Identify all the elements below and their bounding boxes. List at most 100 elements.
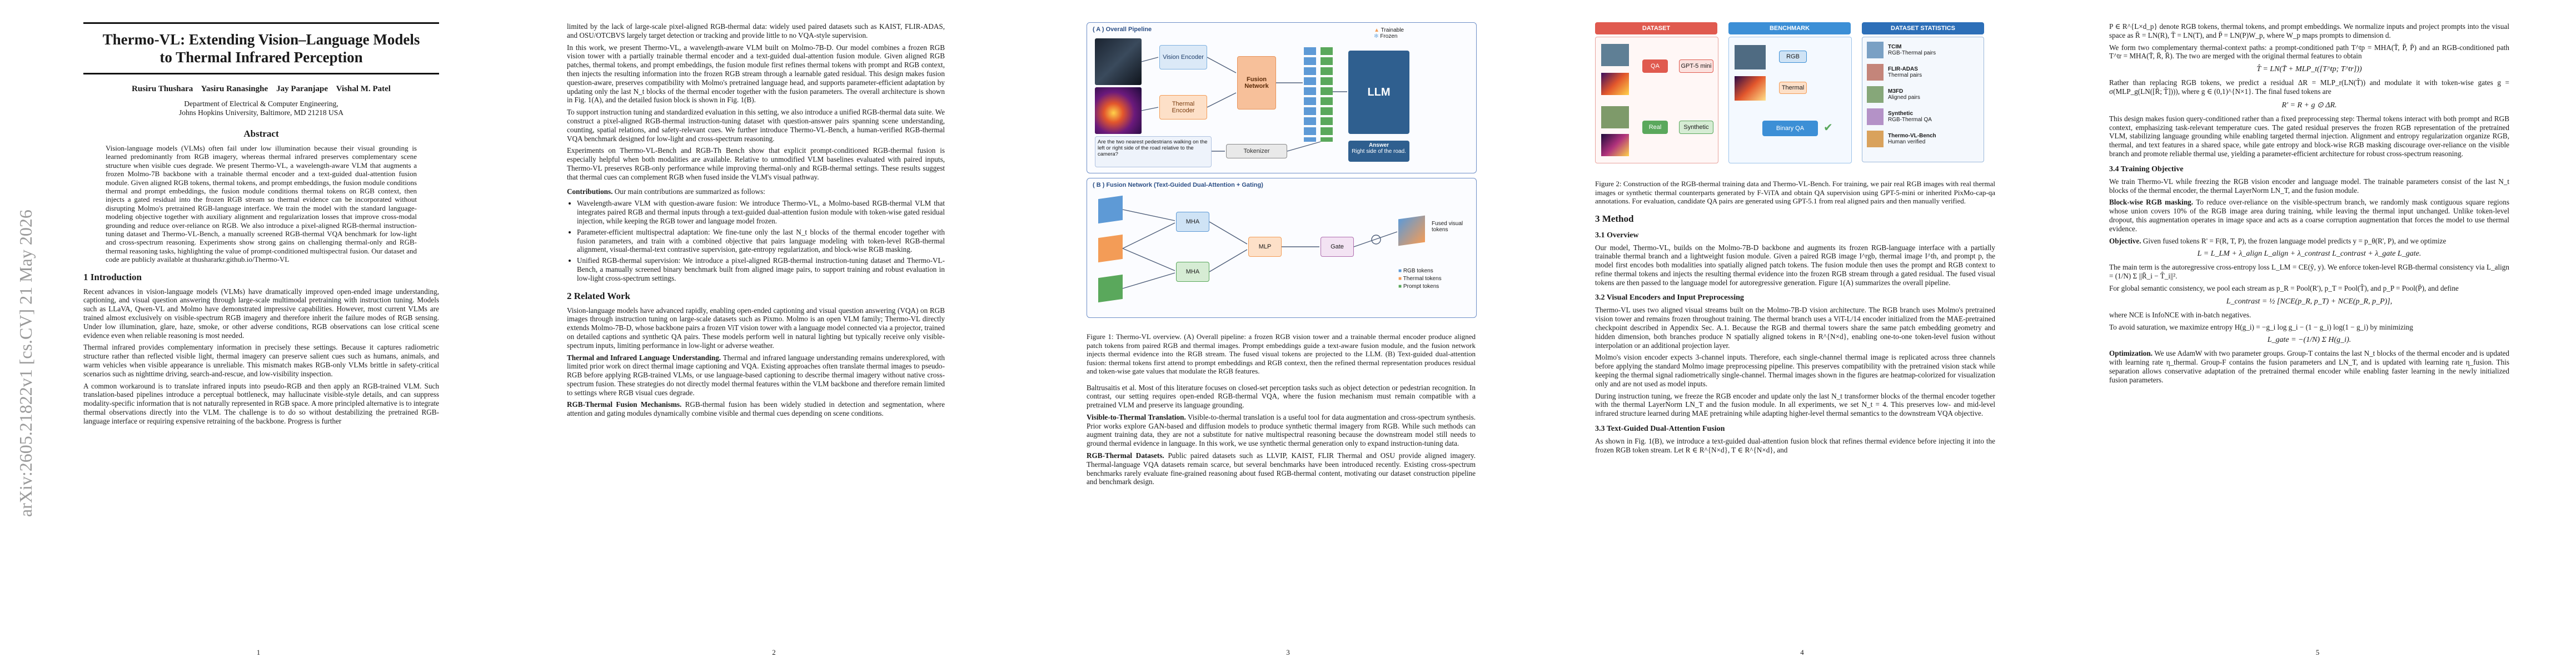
p5-paragraph-3: Rather than replacing RGB tokens, we pre… — [2109, 78, 2509, 96]
intro-paragraph-1: Recent advances in vision-language model… — [83, 287, 439, 340]
equation-3: L = L_LM + λ_align L_align + λ_contrast … — [2197, 250, 2421, 258]
optimization-heading: Optimization. — [2109, 349, 2153, 358]
swatch-icon: ■ — [1398, 276, 1402, 282]
training-heading: 3.4 Training Objective — [2109, 165, 2184, 173]
stats-name: M3FD — [1888, 88, 1904, 94]
gate-block: Gate — [1321, 237, 1354, 257]
figure-1-caption: Figure 1: Thermo-VL overview. (A) Overal… — [1087, 332, 1476, 375]
equation-4: L_contrast = ½ [NCE(p_R, p_T) + NCE(p_R,… — [2226, 297, 2393, 306]
intro-paragraph-3: A common workaround is to translate infr… — [83, 381, 439, 425]
legend-frozen: ✻ Frozen — [1374, 33, 1404, 39]
p5-paragraph-1: P ∈ R^{L×d_p} denote RGB tokens, thermal… — [2109, 22, 2509, 39]
equation-2: R' = R + g ⊙ ΔR. — [2281, 101, 2337, 109]
thermal-image — [1095, 87, 1142, 134]
mha-block-1: MHA — [1176, 212, 1209, 232]
fusion-arrows — [1122, 209, 1398, 289]
figure-2: DATASET BENCHMARK DATASET STATISTICS QA … — [1595, 22, 1995, 167]
contribution-item: Wavelength-aware VLM with question-aware… — [577, 199, 945, 225]
bench-binary-qa-node: Binary QA — [1762, 121, 1818, 136]
vision-encoder-label: Vision Encoder — [1163, 54, 1204, 61]
objective-text: Given fused tokens R' = F(R, T, P), the … — [2142, 236, 2447, 245]
benchmark-panel: RGB Thermal Binary QA ✔ — [1728, 37, 1852, 163]
affiliation-1: Department of Electrical & Computer Engi… — [184, 99, 338, 108]
p5-paragraph-4: This design makes fusion query-condition… — [2109, 114, 2509, 158]
figure-1a-pipeline: ( A ) Overall Pipeline ▲ Trainable ✻ Fro… — [1087, 22, 1477, 173]
page-3: ( A ) Overall Pipeline ▲ Trainable ✻ Fro… — [1031, 0, 1545, 667]
paper-title: Thermo-VL: Extending Vision–Language Mod… — [102, 31, 420, 66]
p3-paragraph-2: Visible-to-Thermal Translation. Visible-… — [1087, 413, 1476, 448]
stats-sub: Human verified — [1888, 139, 1926, 145]
question-text: Are the two nearest pedestrians walking … — [1098, 139, 1208, 157]
visible-text: Visible-to-thermal translation is a usef… — [1087, 412, 1476, 448]
page-number: 3 — [1286, 648, 1290, 656]
dataset-qa-node: QA — [1642, 59, 1668, 73]
overview-text: Our model, Thermo-VL, builds on the Molm… — [1595, 243, 1995, 287]
training-text: We train Thermo-VL while freezing the RG… — [2109, 177, 2509, 195]
stats-name: FLIR-ADAS — [1888, 66, 1918, 72]
p2-paragraph-3: To support instruction tuning and standa… — [567, 108, 945, 143]
mha-1-label: MHA — [1185, 218, 1200, 225]
datasets-text: Public paired datasets such as LLVIP, KA… — [1087, 451, 1476, 486]
related-work-heading: 2 Related Work — [567, 290, 630, 301]
page-2: limited by the lack of large-scale pixel… — [517, 0, 1031, 667]
answer-label: Answer — [1368, 142, 1389, 148]
flow-label-qa: QA — [1651, 63, 1660, 69]
stats-header: DATASET STATISTICS — [1862, 22, 1984, 34]
dataset-rgb-thumb-2 — [1601, 106, 1629, 128]
flame-icon: ▲ — [1374, 27, 1380, 33]
related-thermal-text: Thermal and infrared language understand… — [567, 353, 945, 397]
p3-paragraph-1: Baltrusaitis et al. Most of this literat… — [1087, 383, 1476, 410]
page-1: arXiv:2605.21822v1 [cs.CV] 21 May 2026 T… — [0, 0, 517, 667]
legend-thermal-tokens: ■ Thermal tokens — [1398, 275, 1442, 283]
related-paragraph-3: RGB-Thermal Fusion Mechanisms. RGB-therm… — [567, 400, 945, 418]
dataset-synthetic-node: Synthetic — [1679, 121, 1713, 134]
p2-paragraph-1: limited by the lack of large-scale pixel… — [567, 22, 945, 39]
swatch-icon: ■ — [1398, 283, 1402, 290]
visible-heading: Visible-to-Thermal Translation. — [1087, 412, 1186, 421]
title-rule-top — [83, 22, 439, 24]
stats-thumb — [1867, 108, 1884, 125]
mha-block-2: MHA — [1176, 262, 1209, 282]
encoders-heading: 3.2 Visual Encoders and Input Preprocess… — [1595, 293, 1744, 302]
bench-thermal-thumb — [1735, 76, 1766, 101]
page-5: P ∈ R^{L×d_p} denote RGB tokens, thermal… — [2059, 0, 2576, 667]
title-rule-bottom — [83, 73, 439, 74]
arxiv-stamp-text: arXiv:2605.21822v1 [cs.CV] 21 May 2026 — [16, 210, 36, 517]
page-number: 5 — [2315, 648, 2320, 656]
legend-prompt-tokens: ■ Prompt tokens — [1398, 283, 1442, 291]
related-fusion-heading: RGB-Thermal Fusion Mechanisms. — [567, 400, 682, 409]
fusion-network-box: Fusion Network — [1237, 56, 1276, 109]
optimization-text: We use AdamW with two parameter groups. … — [2109, 349, 2510, 384]
encoders-text-2: Molmo's vision encoder expects 3-channel… — [1595, 353, 1995, 388]
overview-heading: 3.1 Overview — [1595, 231, 1639, 240]
masking-paragraph: Block-wise RGB masking. To reduce over-r… — [2109, 198, 2509, 233]
method-heading: 3 Method — [1595, 213, 1634, 224]
contribution-item: Parameter-efficient multispectral adapta… — [577, 228, 945, 254]
fusion-network-label: Fusion Network — [1244, 76, 1269, 89]
dataset-header: DATASET — [1595, 22, 1717, 34]
dataset-header-label: DATASET — [1642, 25, 1671, 32]
rgb-image — [1095, 38, 1142, 85]
benchmark-header-label: BENCHMARK — [1769, 25, 1810, 32]
stats-thumb — [1867, 86, 1884, 103]
masking-text: To reduce over-reliance on the visible-s… — [2109, 198, 2509, 233]
fused-token-column — [1304, 47, 1316, 142]
dataset-thermal-thumb — [1601, 73, 1629, 95]
objective-paragraph: Objective. Given fused tokens R' = F(R, … — [2109, 237, 2509, 246]
page-4: DATASET BENCHMARK DATASET STATISTICS QA … — [1545, 0, 2059, 667]
intro-paragraph-2: Thermal infrared provides complementary … — [83, 343, 439, 378]
stats-name: Thermo-VL-Bench — [1888, 133, 1936, 139]
related-thermal-heading: Thermal and Infrared Language Understand… — [567, 353, 721, 362]
tokenizer-label: Tokenizer — [1243, 148, 1270, 155]
related-paragraph-2: Thermal and Infrared Language Understand… — [567, 354, 945, 397]
legend-rgb-tokens: ■ RGB tokens — [1398, 267, 1442, 275]
p5-paragraph-2: We form two complementary thermal-contex… — [2109, 43, 2509, 61]
fusion-text: As shown in Fig. 1(B), we introduce a te… — [1595, 437, 1995, 454]
related-fusion-text: RGB-thermal fusion has been widely studi… — [567, 400, 945, 418]
thermal-encoder-label: Thermal Encoder — [1172, 101, 1195, 114]
